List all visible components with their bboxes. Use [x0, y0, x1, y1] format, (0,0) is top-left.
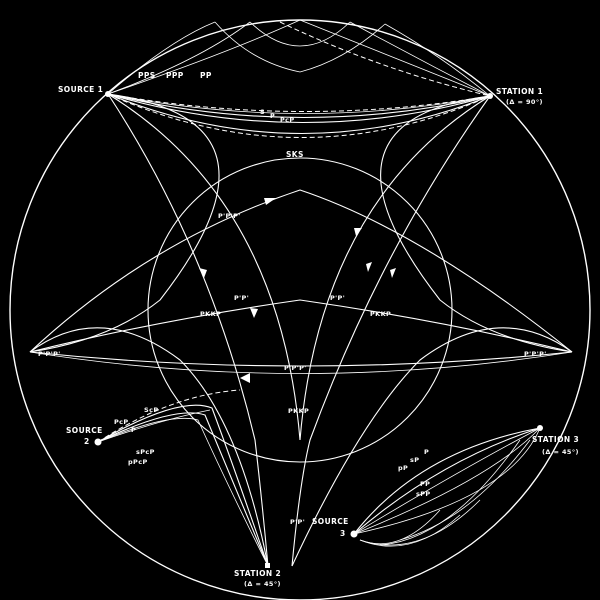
label-ppp: PPP	[166, 71, 184, 80]
arrow-bottom	[240, 373, 250, 383]
label-pcp-1: PcP	[280, 116, 295, 124]
label-pkkp-right: PKKP	[370, 310, 391, 318]
pppp-lower-arc	[29, 351, 573, 367]
surface-reflection-arcs	[107, 19, 491, 97]
pppp-upper-arc	[29, 189, 573, 353]
arrow-left-1	[199, 268, 207, 278]
label-p: P	[270, 112, 275, 120]
station3-marker	[537, 425, 543, 431]
paths-source2-station2	[97, 389, 269, 567]
pentagram-core-paths	[29, 93, 573, 567]
label-pppp-left: P'P'P'	[38, 350, 61, 358]
arrow-right-upper	[354, 228, 362, 236]
label-pp-top: PP	[200, 71, 212, 80]
station1-marker	[487, 93, 493, 99]
arrow-left-2	[250, 308, 258, 318]
label-station1: STATION 1	[496, 87, 543, 96]
paths-source3-station3	[353, 427, 541, 547]
direction-arrows	[199, 198, 396, 383]
outer-core-boundary	[147, 157, 453, 463]
label-pp3-sp: sP	[410, 456, 419, 464]
label-pps: PPS	[138, 71, 156, 80]
arrow-upper	[264, 198, 276, 205]
label-s: S	[260, 108, 265, 116]
earth-surface	[9, 19, 591, 600]
label-station2-distance: (Δ = 45°)	[244, 580, 281, 588]
label-ppcp: pPcP	[128, 458, 148, 466]
label-station3: STATION 3	[532, 435, 579, 444]
source1-marker	[105, 91, 111, 97]
label-source1: SOURCE 1	[58, 85, 103, 94]
label-pp-right: P'P'	[330, 294, 345, 302]
label-pp3-spp: sPP	[416, 490, 431, 498]
label-station3-distance: (Δ = 45°)	[542, 448, 579, 456]
label-pp-bottom: P'P'	[290, 518, 305, 526]
label-source3-b: 3	[340, 529, 346, 538]
direct-paths-source1-station1	[107, 93, 491, 138]
label-source3-a: SOURCE	[312, 517, 349, 526]
arrow-right-2	[390, 268, 396, 278]
label-pkkp-left: PKKP	[200, 310, 221, 318]
label-pcp-s2: P	[131, 426, 136, 434]
label-pp3-pp2: PP	[420, 480, 430, 488]
label-sks: SKS	[286, 150, 304, 159]
arrow-right-1	[366, 262, 372, 272]
label-pppp-right: P'P'P'	[524, 350, 547, 358]
label-station2: STATION 2	[234, 569, 281, 578]
station2-marker	[265, 563, 270, 568]
label-pkkp-bottom: PKKP	[288, 407, 309, 415]
label-pp3-p: P	[424, 448, 429, 456]
label-pppp-upper: P'P'P'	[218, 212, 241, 220]
label-source2-a: SOURCE	[66, 426, 103, 435]
label-station1-distance: (Δ = 90°)	[506, 98, 543, 106]
label-pppp-bottom-arc: P'P'P'	[284, 364, 307, 372]
label-scp: ScP	[144, 406, 159, 414]
source3-marker	[350, 530, 358, 538]
label-pp-left: P'P'	[234, 294, 249, 302]
source2-marker	[94, 438, 102, 446]
label-pp3-pp: pP	[398, 464, 408, 472]
label-source2-b: 2	[84, 437, 90, 446]
label-pcp-2: PcP	[114, 418, 129, 426]
label-spcp: sPcP	[136, 448, 155, 456]
